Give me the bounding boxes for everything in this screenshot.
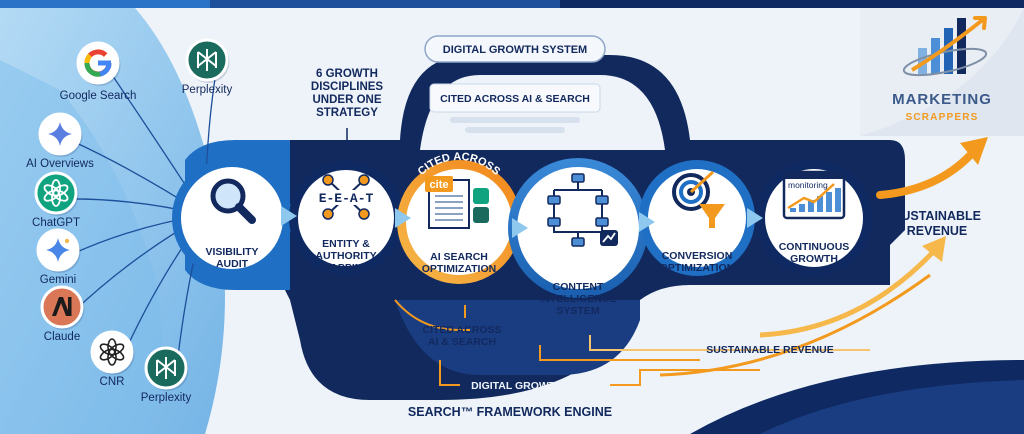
eeat-text: E-E-A-T xyxy=(319,191,374,206)
google-icon xyxy=(84,49,112,77)
flow-arrow xyxy=(639,212,655,232)
ai-source: ChatGPT xyxy=(32,171,80,229)
monitor-chart-icon: monitoring xyxy=(782,170,846,220)
bottom-flow-lines xyxy=(394,299,870,386)
ai-source: CNR xyxy=(90,330,135,388)
cite-document-icon: cite xyxy=(425,176,489,229)
ai-source-label: CNR xyxy=(100,376,125,388)
ai-source-label: Perplexity xyxy=(141,392,192,404)
ai-source-label: Google Search xyxy=(60,90,137,102)
ai-source-label: ChatGPT xyxy=(32,217,80,229)
ai-source: AI Overviews xyxy=(26,112,94,170)
flow-arrow xyxy=(281,206,297,226)
eeat-network-icon: E-E-A-T xyxy=(319,174,374,220)
flow-arrow xyxy=(747,208,763,228)
ai-source-badge xyxy=(34,171,78,215)
flow-arrows xyxy=(281,206,763,238)
flow-arrow xyxy=(512,218,528,238)
svg-text:SCRAPPERS: SCRAPPERS xyxy=(905,112,978,123)
perplexity-icon xyxy=(156,357,176,379)
ai-source-label: Claude xyxy=(44,331,80,343)
chatgpt-icon xyxy=(43,179,69,207)
bottom-revenue-label: SUSTAINABLE REVENUE xyxy=(706,344,834,356)
ai-source: Gemini xyxy=(36,228,81,286)
openai-knot-icon xyxy=(99,338,125,366)
ai-source-label: AI Overviews xyxy=(26,158,94,170)
svg-text:MARKETING: MARKETING xyxy=(892,91,992,108)
flow-arrow xyxy=(395,208,411,228)
target-funnel-icon xyxy=(672,170,725,228)
ai-source: Claude xyxy=(40,285,85,343)
claude-icon xyxy=(52,297,72,316)
ai-overviews-sparkle-icon xyxy=(48,122,72,146)
ai-source-badge xyxy=(40,285,84,329)
cited-banner: CITED ACROSS AI & SEARCH xyxy=(429,83,601,133)
ai-source-badge xyxy=(90,330,134,374)
footer-label: SEARCH™ FRAMEWORK ENGINE xyxy=(408,405,612,419)
monitoring-text: monitoring xyxy=(788,180,828,190)
brand-logo: MARKETING SCRAPPERS xyxy=(860,8,1024,136)
svg-text:DIGITAL GROWTH SYSTEM: DIGITAL GROWTH SYSTEM xyxy=(443,44,587,56)
ai-source: Google Search xyxy=(60,41,137,102)
ai-source: Perplexity xyxy=(141,346,192,404)
ai-source: Perplexity xyxy=(182,38,233,96)
flowchart-icon xyxy=(547,173,618,247)
logo-bars-icon xyxy=(902,16,988,77)
perplexity-icon xyxy=(197,49,217,71)
stage-disc xyxy=(181,167,283,269)
magnifier-icon xyxy=(210,178,256,224)
gemini-icon xyxy=(46,238,70,262)
bottom-system-label: DIGITAL GROWTH SYSTEM xyxy=(471,380,609,392)
svg-text:CITED ACROSS AI & SEARCH: CITED ACROSS AI & SEARCH xyxy=(440,93,590,105)
revenue-arrows xyxy=(659,137,988,377)
ai-source-label: Gemini xyxy=(40,274,76,286)
top-system-pill: DIGITAL GROWTH SYSTEM xyxy=(424,35,606,63)
cite-text: cite xyxy=(430,179,449,191)
ai-source-label: Perplexity xyxy=(182,84,233,96)
